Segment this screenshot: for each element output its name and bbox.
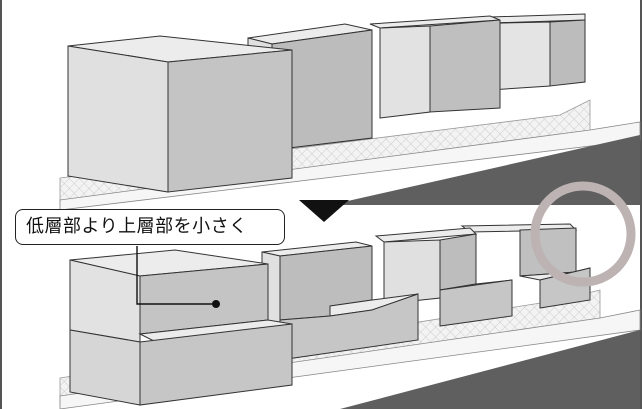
bottom-panel-after — [59, 223, 641, 409]
bottom-building-2 — [261, 241, 419, 361]
callout-label: 低層部より上層部を小さく — [15, 209, 285, 245]
bottom-road — [340, 330, 640, 409]
highlight-circle — [530, 181, 636, 287]
top-panel-before — [2, 0, 641, 211]
top-building-1 — [67, 35, 293, 193]
callout-leader-dot — [212, 300, 220, 308]
down-arrow-icon — [299, 200, 349, 222]
callout-leader-line — [136, 246, 215, 305]
bottom-building-4 — [460, 223, 591, 309]
bottom-building-1 — [69, 249, 293, 406]
bottom-building-3 — [374, 227, 513, 327]
top-building-3 — [369, 15, 501, 119]
